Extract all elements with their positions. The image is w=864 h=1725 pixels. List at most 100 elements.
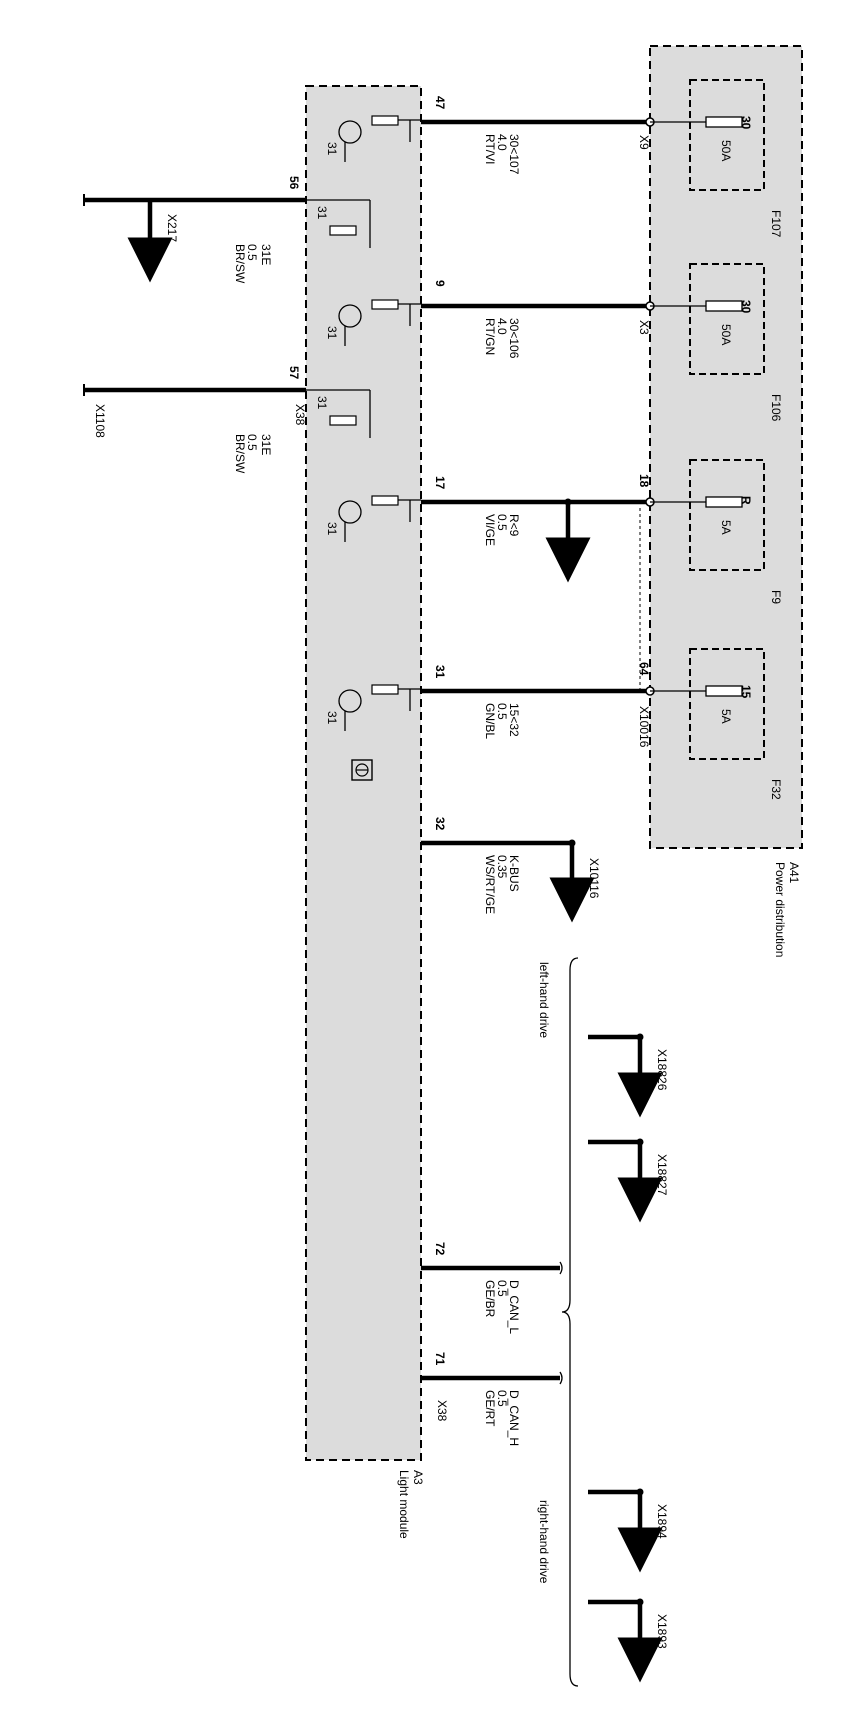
module-pin: 31 xyxy=(433,665,447,679)
ground-stage: 31 xyxy=(306,199,371,248)
drive-connector-dot xyxy=(636,1138,644,1146)
connector-x10116: X10116 xyxy=(587,858,601,899)
fuse-icon xyxy=(705,496,743,508)
stage-ground-label: 31 xyxy=(315,396,329,410)
ground-pin: 57 xyxy=(287,366,301,380)
kbus-dot xyxy=(568,839,576,847)
ground-color: BR/SW xyxy=(233,244,247,284)
stage-ground-label: 31 xyxy=(325,326,339,340)
fuse-box xyxy=(689,263,765,375)
stage-ground-label: 31 xyxy=(325,711,339,725)
transistor-icon xyxy=(338,689,362,713)
module-pin: 47 xyxy=(433,96,447,110)
wire-color: WS/RT/GE xyxy=(483,855,497,914)
wire-color: GE/BR xyxy=(483,1280,497,1318)
fuse-id: F32 xyxy=(769,779,783,800)
power-wires: 4730<1074.0RT/VI930<1064.0RT/GN17R<90.5V… xyxy=(421,96,655,1446)
can-end xyxy=(559,1261,563,1275)
branch-dot xyxy=(564,498,572,506)
wire-size: 0.35 xyxy=(495,855,509,879)
fuse-id: F107 xyxy=(769,210,783,238)
ground-connector: X1108 xyxy=(93,404,107,438)
stage-ground-label: 31 xyxy=(315,206,329,220)
fuse-id: F106 xyxy=(769,394,783,422)
module-pin: 9 xyxy=(433,280,447,287)
wire-color: VI/GE xyxy=(483,514,497,546)
ground-signal: 31E xyxy=(259,244,273,265)
ground-color: BR/SW xyxy=(233,434,247,474)
drive-brace xyxy=(561,957,579,1687)
power-distribution-name: Power distribution xyxy=(773,862,787,957)
transistor-stage: 31 xyxy=(325,115,421,162)
resistor-icon xyxy=(371,115,399,126)
power-distribution-id: A41 xyxy=(787,862,801,884)
wire-signal: D_CAN_L xyxy=(507,1280,521,1334)
ground-signal: 31E xyxy=(259,434,273,455)
drive-group-label: left-hand drive xyxy=(537,962,551,1038)
can-end xyxy=(559,1371,563,1385)
wire-size: 0.5 xyxy=(495,1280,509,1297)
connector-x38: X38 xyxy=(435,1400,449,1422)
light-module-box xyxy=(305,85,422,1461)
fuse-icon xyxy=(705,116,743,128)
wire-signal: 30<107 xyxy=(507,134,521,175)
power-distribution-label: A41 Power distribution xyxy=(773,862,801,957)
power-distribution-box xyxy=(649,45,803,849)
fuse-icon xyxy=(705,685,743,697)
connector-x3: X3 xyxy=(637,320,651,335)
light-module-label: A3 Light module xyxy=(397,1470,425,1539)
transistor-icon xyxy=(338,304,362,328)
light-module-id: A3 xyxy=(411,1470,425,1485)
wire-size: 0.5 xyxy=(495,703,509,720)
wire-color: GN/BL xyxy=(483,703,497,739)
wire-size: 0.5 xyxy=(495,1390,509,1407)
fuse-terminal: 30 xyxy=(739,300,753,314)
resistor-icon xyxy=(329,415,357,426)
fuse-icon xyxy=(705,300,743,312)
wire-signal: K-BUS xyxy=(507,855,521,892)
wire-size: 4.0 xyxy=(495,134,509,151)
fuse-box xyxy=(689,648,765,760)
connector-x10016: X10016 xyxy=(637,706,651,748)
ground-pin: 56 xyxy=(287,176,301,190)
wire-color: GE/RT xyxy=(483,1390,497,1427)
controller-icon xyxy=(351,759,373,781)
drive-connector-dot xyxy=(636,1488,644,1496)
dist-pin-64: 64 xyxy=(637,662,651,676)
fuse-terminal: R xyxy=(739,496,753,505)
fuse-rating: 50A xyxy=(719,140,733,161)
drive-connector-dot xyxy=(636,1598,644,1606)
wire-72: 72D_CAN_L0.5GE/BR xyxy=(433,1242,521,1334)
resistor-icon xyxy=(371,299,399,310)
wire-signal: 30<106 xyxy=(507,318,521,359)
fuse-id: F9 xyxy=(769,590,783,604)
resistor-icon xyxy=(371,684,399,695)
resistor-icon xyxy=(371,495,399,506)
wire-size: 0.5 xyxy=(495,514,509,531)
wire-size: 4.0 xyxy=(495,318,509,335)
drive-connector-label: X18826 xyxy=(655,1049,669,1091)
drive-connector-label: X1893 xyxy=(655,1614,669,1649)
drive-connector-dot xyxy=(636,1033,644,1041)
ground-size: 0.5 xyxy=(245,434,259,451)
stage-ground-label: 31 xyxy=(325,142,339,156)
connector-x9: X9 xyxy=(637,135,651,150)
light-module-name: Light module xyxy=(397,1470,411,1539)
transistor-icon xyxy=(338,500,362,524)
dist-pin-18: 18 xyxy=(637,474,651,488)
module-pin: 72 xyxy=(433,1242,447,1256)
drive-connector-label: X1894 xyxy=(655,1504,669,1539)
fuse-rating: 5A xyxy=(719,520,733,535)
wire-signal: R<9 xyxy=(507,514,521,537)
wire-color: RT/VI xyxy=(483,134,497,164)
